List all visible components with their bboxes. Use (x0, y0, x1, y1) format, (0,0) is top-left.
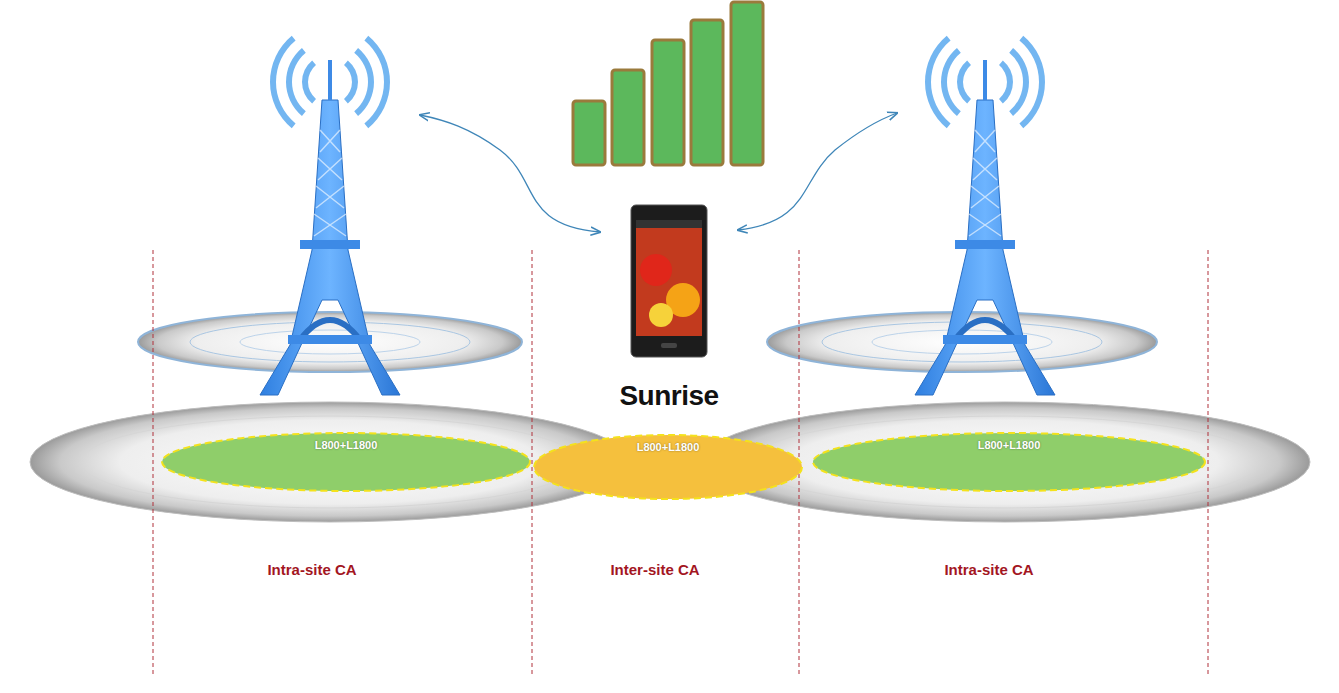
phone-device: Sunrise (596, 200, 742, 412)
region-label: Intra-site CA (944, 561, 1033, 578)
cell-tower (915, 36, 1055, 395)
cell-coverage-area: L800+L1800 (161, 432, 531, 492)
band-label: L800+L1800 (315, 439, 378, 451)
region-label: Intra-site CA (267, 561, 356, 578)
cell-tower (260, 36, 400, 395)
operator-name: Sunrise (619, 380, 718, 412)
cell-coverage-area: L800+L1800 (533, 434, 803, 500)
cell-coverage-area: L800+L1800 (812, 432, 1206, 492)
signal-bars (573, 2, 763, 165)
region-label: Inter-site CA (610, 561, 699, 578)
band-label: L800+L1800 (637, 441, 700, 453)
band-label: L800+L1800 (978, 439, 1041, 451)
coverage-discs (30, 312, 1310, 522)
